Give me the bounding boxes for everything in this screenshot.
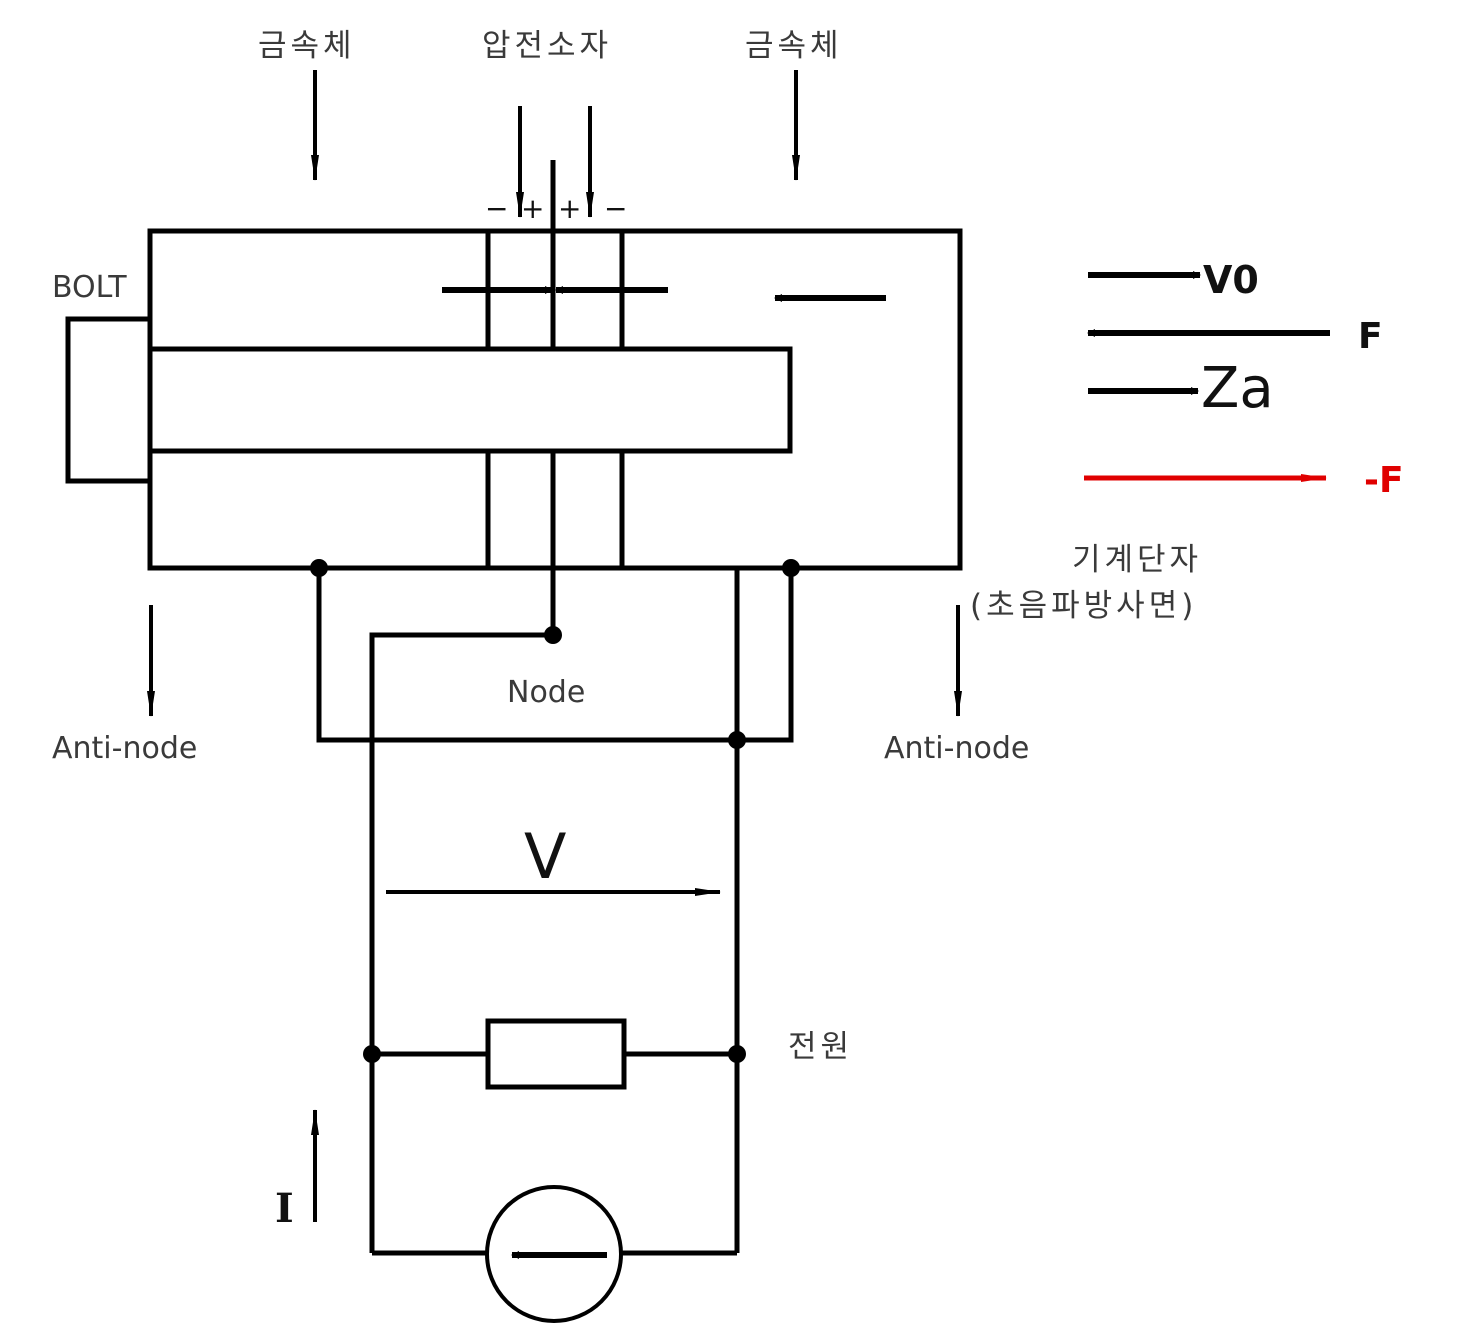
voltage-label: V: [524, 820, 566, 893]
ultrasonic-radiation-surface-label: (초음파방사면): [970, 588, 1197, 624]
circuit-wiring: [316, 568, 794, 1256]
piezo-stack: [485, 160, 625, 635]
antinode-left-label: Anti-node: [52, 731, 197, 766]
current-source-circle: [485, 1185, 623, 1323]
current-label: I: [275, 1185, 294, 1232]
power-source-impedance-box: [485, 1018, 627, 1090]
power-source-label: 전원: [788, 1029, 853, 1065]
metal-body-right-label: 금속체: [745, 28, 843, 64]
piezo-element-label: 압전소자: [482, 28, 612, 64]
polarity-plus-right: +: [558, 192, 581, 225]
bolt-head: [65, 316, 153, 484]
mechanical-terminal-label: 기계단자: [1072, 542, 1202, 578]
polarity-plus-left: +: [521, 192, 544, 225]
bolt-label: BOLT: [52, 270, 127, 305]
junction-dots: [310, 559, 800, 1063]
legend-v0-label: V0: [1203, 258, 1259, 302]
node-label: Node: [507, 675, 585, 710]
legend: V0 F Za -F: [1084, 258, 1404, 501]
metal-body-left-label: 금속체: [258, 28, 356, 64]
antinode-right-label: Anti-node: [884, 731, 1029, 766]
legend-f-label: F: [1358, 316, 1383, 357]
bolt-rod: [147, 346, 793, 454]
legend-za-label: Za: [1201, 356, 1274, 421]
polarity-minus-left: −: [485, 192, 508, 225]
legend-neg-f-label: -F: [1364, 460, 1404, 501]
polarity-minus-right: −: [604, 192, 627, 225]
